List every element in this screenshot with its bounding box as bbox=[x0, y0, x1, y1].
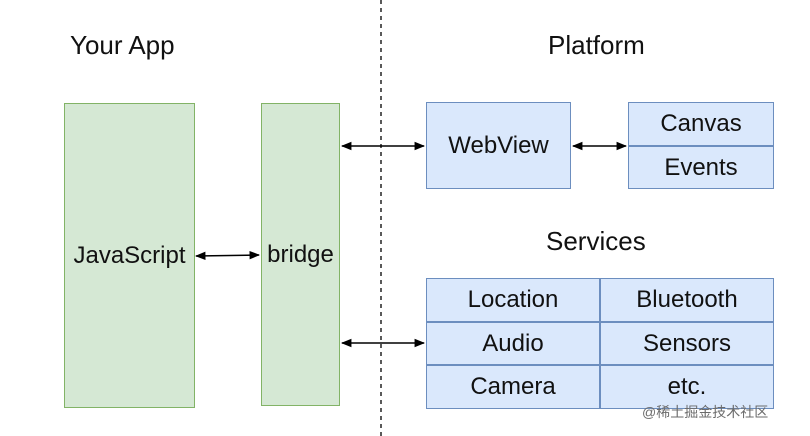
canvas-box: Canvas bbox=[628, 102, 774, 146]
audio-cell: Audio bbox=[426, 322, 600, 365]
etc-label: etc. bbox=[667, 373, 707, 400]
bridge-box: bridge bbox=[261, 103, 340, 406]
etc-cell: etc. bbox=[600, 365, 774, 409]
sensors-label: Sensors bbox=[642, 329, 732, 357]
webview-box: WebView bbox=[426, 102, 571, 189]
your-app-title: Your App bbox=[70, 30, 175, 60]
events-box: Events bbox=[628, 146, 774, 189]
location-label: Location bbox=[467, 286, 559, 313]
location-cell: Location bbox=[426, 278, 600, 322]
bluetooth-cell: Bluetooth bbox=[600, 278, 774, 322]
audio-label: Audio bbox=[482, 329, 544, 357]
services-title: Services bbox=[546, 226, 646, 256]
source-watermark: @稀土掘金技术社区 bbox=[642, 404, 769, 420]
javascript-label: JavaScript bbox=[73, 241, 186, 269]
camera-cell: Camera bbox=[426, 365, 600, 409]
sensors-cell: Sensors bbox=[600, 322, 774, 365]
javascript-box: JavaScript bbox=[64, 103, 195, 408]
canvas-label: Canvas bbox=[660, 110, 742, 137]
camera-label: Camera bbox=[470, 373, 556, 400]
platform-title: Platform bbox=[548, 30, 645, 60]
javascript-bridge-arrow bbox=[194, 250, 261, 261]
bridge-label: bridge bbox=[267, 240, 334, 268]
webview-label: WebView bbox=[448, 131, 549, 159]
events-label: Events bbox=[664, 153, 738, 181]
bluetooth-label: Bluetooth bbox=[636, 286, 738, 313]
